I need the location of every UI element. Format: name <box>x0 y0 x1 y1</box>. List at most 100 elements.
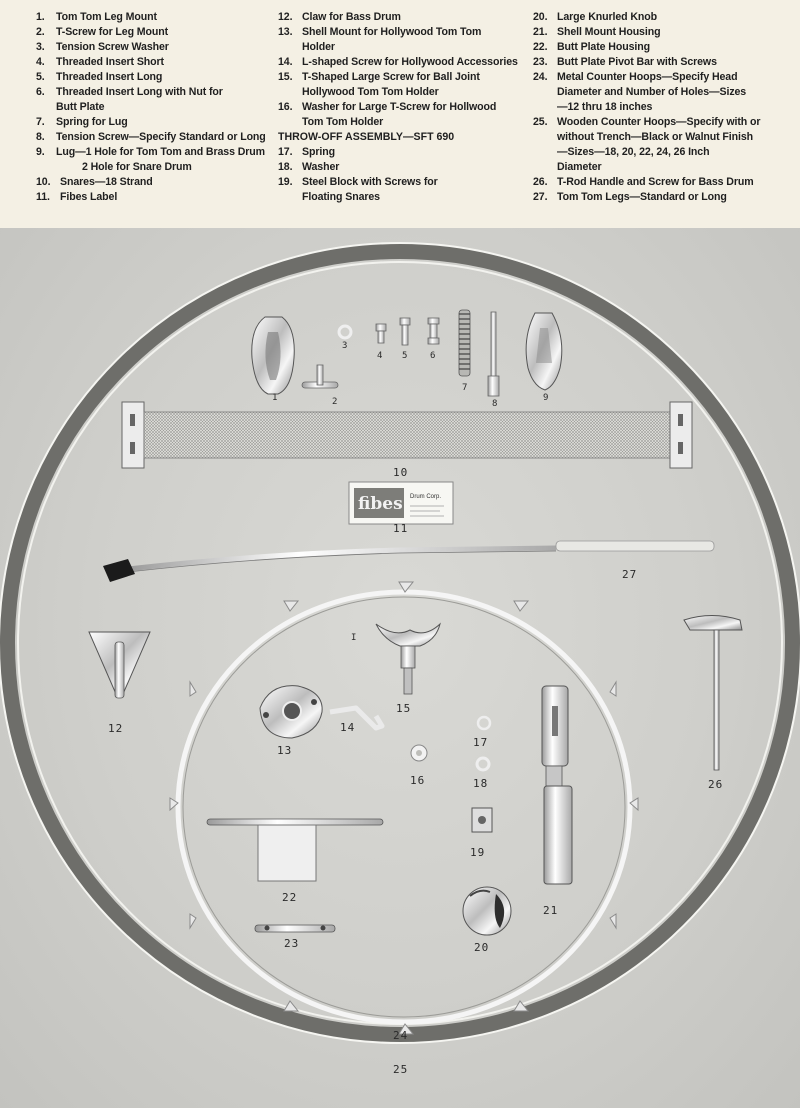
parts-photo-svg: fibes Drum Corp. <box>0 242 800 1076</box>
legend-item-number: 3. <box>36 41 45 53</box>
legend-item: 1. Tom Tom Leg Mount <box>36 10 272 25</box>
legend-item-line: Threaded Insert Short <box>56 56 164 68</box>
legend-item-number: 5. <box>36 71 45 83</box>
label-22: 22 <box>282 891 297 904</box>
label-23: 23 <box>284 937 299 950</box>
legend-item-number: 16. <box>278 101 293 113</box>
label-27: 27 <box>622 568 637 581</box>
legend-item-number: 21. <box>533 26 548 38</box>
legend-item-line: Steel Block with Screws for <box>302 176 438 188</box>
legend-item-number: 27. <box>533 191 548 203</box>
legend-item-number: 19. <box>278 176 293 188</box>
label-18: 18 <box>473 777 488 790</box>
legend-item-line: Fibes Label <box>60 191 118 203</box>
legend-item: 17.Spring <box>278 145 528 160</box>
legend-item-line: Tension Screw—Specify Standard or Long <box>56 131 266 143</box>
legend-item-number: 13. <box>278 26 293 38</box>
legend-item-line: Butt Plate Housing <box>557 41 650 53</box>
legend-item: 11. Fibes Label <box>36 190 272 205</box>
legend-item-line: T-Shaped Large Screw for Ball Joint <box>302 71 480 83</box>
label-21: 21 <box>543 904 558 917</box>
legend-item-line: Holder <box>302 41 335 53</box>
legend-item-line: Shell Mount Housing <box>557 26 661 38</box>
legend-item-line: Metal Counter Hoops—Specify Head <box>557 71 738 83</box>
label-26: 26 <box>708 778 723 791</box>
legend-item-line: without Trench—Black or Walnut Finish <box>557 131 754 143</box>
legend-item-line: Tom Tom Leg Mount <box>56 11 157 23</box>
part-14-l-screw <box>329 705 385 731</box>
legend-item-line: Floating Snares <box>302 191 380 203</box>
legend-item: 4. Threaded Insert Short <box>36 55 272 70</box>
legend-item-number: 15. <box>278 71 293 83</box>
legend-item-text: Tension Screw Washer <box>56 40 169 55</box>
label-24: 24 <box>393 1029 408 1042</box>
label-10: 10 <box>393 466 408 479</box>
label-2: 2 <box>332 397 337 407</box>
part-2-t-screw <box>301 364 339 389</box>
legend-item-number: 7. <box>36 116 45 128</box>
legend-item-number: 11. <box>36 191 50 203</box>
legend-item-text: T-Rod Handle and Screw for Bass Drum <box>557 175 754 190</box>
legend-item-number: 18. <box>278 161 293 173</box>
legend-item: 23.Butt Plate Pivot Bar with Screws <box>533 55 795 70</box>
label-11: 11 <box>393 522 408 535</box>
legend-item: 21. Shell Mount Housing <box>533 25 795 40</box>
legend-item-text: Washer <box>302 160 339 175</box>
legend-item-number: 4. <box>36 56 45 68</box>
legend-item-number: 24. <box>533 71 548 83</box>
legend-item-text: Large Knurled Knob <box>557 10 657 25</box>
legend-item-number: 1. <box>36 11 45 23</box>
legend-item-line: Tom Tom Holder <box>302 116 384 128</box>
metal-hoop-ears <box>169 581 639 1035</box>
legend-item-line: Hollywood Tom Tom Holder <box>302 86 439 98</box>
legend-item-line: Washer <box>302 161 340 173</box>
part-27-tom-tom-leg <box>103 540 715 582</box>
legend-item-line: 2 Hole for Snare Drum <box>82 161 192 173</box>
legend-item-line: Threaded Insert Long with Nut for <box>56 86 223 98</box>
legend-item-text: Spring for Lug <box>56 115 128 130</box>
legend-item: 18. Washer <box>278 160 528 175</box>
legend-item: 16. Washer for Large T-Screw for Hollwood… <box>278 100 528 130</box>
part-21-shell-mount-housing <box>541 685 573 885</box>
legend-item-text: L-shaped Screw for Hollywood Accessories <box>302 55 518 70</box>
legend-item-text: Fibes Label <box>60 190 117 205</box>
part-7-spring <box>458 309 471 377</box>
part-8-tension-screw <box>487 311 500 397</box>
label-4: 4 <box>377 351 382 361</box>
legend-item-text: Threaded Insert Long <box>56 70 162 85</box>
part-22-butt-plate-housing <box>206 818 384 882</box>
wooden-counter-hoop <box>0 243 800 1043</box>
label-12: 12 <box>108 722 123 735</box>
part-3-washer <box>337 324 353 340</box>
legend-item-text: Butt Plate Housing <box>557 40 650 55</box>
legend-item-line: Diameter <box>557 161 602 173</box>
label-20: 20 <box>474 941 489 954</box>
legend-item-line: Shell Mount for Hollywood Tom Tom <box>302 26 482 38</box>
label-14: 14 <box>340 721 355 734</box>
legend-item-text: Threaded Insert Short <box>56 55 164 70</box>
legend-item-number: 26. <box>533 176 548 188</box>
part-12-claw <box>88 631 151 699</box>
part-26-t-rod <box>683 615 743 771</box>
legend-item-number: 25. <box>533 116 548 128</box>
part-23-butt-plate-pivot-bar <box>254 924 336 933</box>
label-15: 15 <box>396 702 411 715</box>
label-8: 8 <box>492 399 497 409</box>
legend-item-text: Spring <box>302 145 335 160</box>
part-13-shell-mount <box>259 685 323 739</box>
part-9-lug <box>525 312 563 391</box>
part-11-fibes-label: fibes Drum Corp. <box>348 481 454 525</box>
legend-item-line: L-shaped Screw for Hollywood Accessories <box>302 56 518 68</box>
legend-item-line: Tom Tom Legs—Standard or Long <box>557 191 727 203</box>
legend-item-number: 9. <box>36 146 45 158</box>
legend-item-number: 14. <box>278 56 293 68</box>
legend-item-number: 2. <box>36 26 45 38</box>
label-17: 17 <box>473 736 488 749</box>
legend-item: 14. L-shaped Screw for Hollywood Accessor… <box>278 55 528 70</box>
